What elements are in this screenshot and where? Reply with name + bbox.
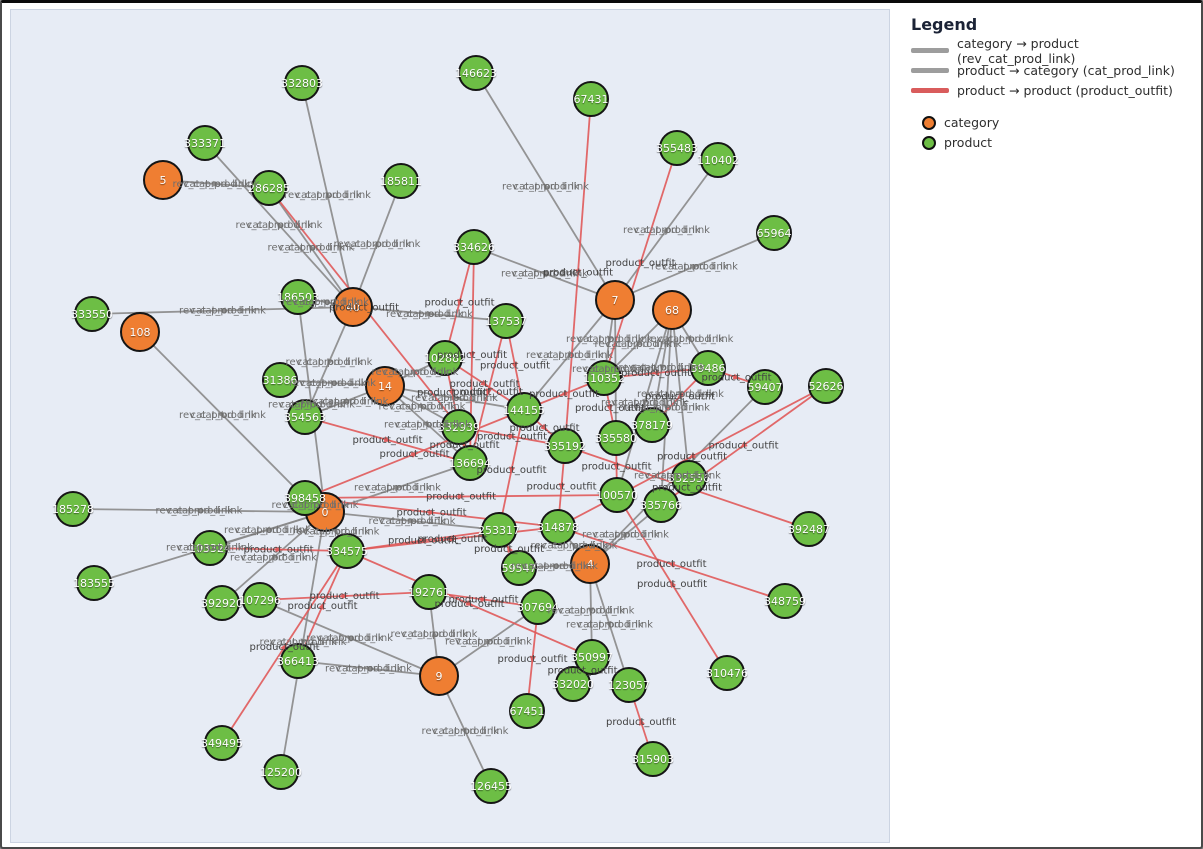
node-146623[interactable]: 146623 — [455, 55, 497, 91]
node-125200[interactable]: 125200 — [260, 754, 302, 790]
node-110402[interactable]: 110402 — [697, 142, 739, 178]
node-9[interactable]: 9 — [419, 656, 459, 696]
node-144155[interactable]: 144155 — [503, 392, 545, 428]
node-333550[interactable]: 333550 — [71, 296, 113, 332]
product-node-swatch — [922, 135, 936, 150]
node-137537[interactable]: 137537 — [485, 303, 527, 339]
node-334626[interactable]: 334626 — [453, 229, 495, 265]
node-31386[interactable]: 31386 — [262, 362, 298, 398]
node-52626[interactable]: 52626 — [808, 368, 844, 404]
node-185278[interactable]: 185278 — [52, 491, 94, 527]
node-65964[interactable]: 65964 — [756, 215, 792, 251]
node-39486[interactable]: 39486 — [690, 350, 726, 386]
node-126455[interactable]: 126455 — [470, 768, 512, 804]
product-outfit-line-swatch — [911, 88, 949, 93]
legend-entry-label: product → product (product_outfit) — [957, 83, 1173, 98]
node-334575[interactable]: 334575 — [326, 533, 368, 569]
node-349495[interactable]: 349495 — [201, 725, 243, 761]
cat-prod-link-line-swatch — [911, 68, 949, 73]
legend-entry-category: category — [911, 115, 1197, 130]
node-5[interactable]: 5 — [143, 160, 183, 200]
node-136694[interactable]: 136694 — [449, 445, 491, 481]
node-185811[interactable]: 185811 — [380, 163, 422, 199]
node-332020[interactable]: 332020 — [552, 666, 594, 702]
node-67451[interactable]: 67451 — [509, 693, 545, 729]
node-110352[interactable]: 110352 — [583, 360, 625, 396]
node-335580[interactable]: 335580 — [595, 420, 637, 456]
node-40[interactable]: 40 — [333, 287, 373, 327]
node-392920[interactable]: 392920 — [201, 585, 243, 621]
node-67431[interactable]: 67431 — [573, 81, 609, 117]
node-59407[interactable]: 59407 — [747, 369, 783, 405]
legend-entry-label: product — [944, 135, 993, 150]
rev-cat-prod-link-line-swatch — [911, 48, 949, 53]
node-102882[interactable]: 102882 — [424, 340, 466, 376]
node-68[interactable]: 68 — [652, 290, 692, 330]
node-100570[interactable]: 100570 — [596, 477, 638, 513]
node-14[interactable]: 14 — [365, 366, 405, 406]
node-398458[interactable]: 398458 — [284, 480, 326, 516]
node-332939[interactable]: 332939 — [438, 409, 480, 445]
legend-entry-rev-cat-prod-link: category → product (rev_cat_prod_link) — [911, 36, 1197, 66]
legend-title: Legend — [911, 15, 978, 34]
node-348759[interactable]: 348759 — [764, 583, 806, 619]
node-4[interactable]: 4 — [570, 544, 610, 584]
node-378179[interactable]: 378179 — [631, 407, 673, 443]
node-310476[interactable]: 310476 — [706, 655, 748, 691]
legend-entry-product-outfit: product → product (product_outfit) — [911, 83, 1197, 98]
node-253317[interactable]: 253317 — [478, 512, 520, 548]
node-107296[interactable]: 107296 — [239, 582, 281, 618]
legend-entry-label: category — [944, 115, 1000, 130]
node-59547[interactable]: 59547 — [501, 550, 537, 586]
node-186503[interactable]: 186503 — [277, 279, 319, 315]
legend-entry-cat-prod-link: product → category (cat_prod_link) — [911, 63, 1197, 78]
node-355483[interactable]: 355483 — [656, 130, 698, 166]
node-332803[interactable]: 332803 — [281, 65, 323, 101]
node-335192[interactable]: 335192 — [544, 428, 586, 464]
node-332556[interactable]: 332556 — [668, 460, 710, 496]
node-286285[interactable]: 286285 — [248, 170, 290, 206]
node-392487[interactable]: 392487 — [788, 511, 830, 547]
node-192761[interactable]: 192761 — [408, 574, 450, 610]
legend-panel: Legend category → product (rev_cat_prod_… — [905, 11, 1197, 156]
node-103324[interactable]: 103324 — [189, 530, 231, 566]
node-315903[interactable]: 315903 — [632, 741, 674, 777]
node-123057[interactable]: 123057 — [608, 667, 650, 703]
category-node-swatch — [922, 115, 936, 130]
node-333371[interactable]: 333371 — [184, 125, 226, 161]
node-183555[interactable]: 183555 — [73, 565, 115, 601]
legend-entry-product: product — [911, 135, 1197, 150]
node-307694[interactable]: 307694 — [517, 589, 559, 625]
legend-entry-label: category → product (rev_cat_prod_link) — [957, 35, 1079, 66]
node-350997[interactable]: 350997 — [571, 639, 613, 675]
legend-entry-label: product → category (cat_prod_link) — [957, 63, 1175, 78]
node-108[interactable]: 108 — [120, 312, 160, 352]
node-314878[interactable]: 314878 — [537, 509, 579, 545]
node-335766[interactable]: 335766 — [640, 487, 682, 523]
node-354563[interactable]: 354563 — [284, 399, 326, 435]
node-366413[interactable]: 366413 — [277, 643, 319, 679]
node-7[interactable]: 7 — [595, 280, 635, 320]
